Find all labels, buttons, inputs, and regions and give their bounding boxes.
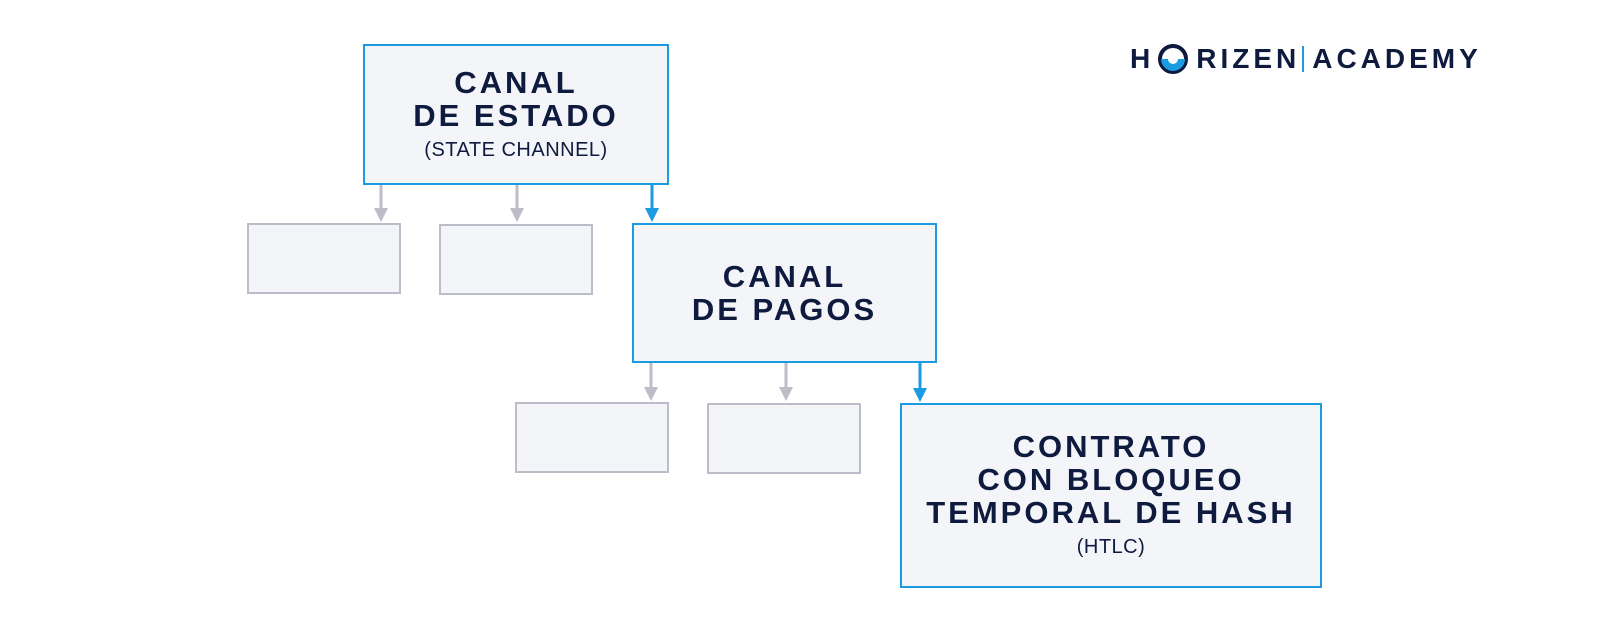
arrow-state-to-empty-1 — [374, 184, 388, 222]
arrow-payment-to-empty-3 — [644, 362, 658, 401]
arrow-payment-to-empty-4 — [779, 362, 793, 401]
state-channel-title-line1: CANAL — [454, 64, 578, 100]
empty-box — [247, 223, 401, 294]
logo-name-rest: RIZEN — [1196, 43, 1301, 74]
payment-channel-box: CANAL DE PAGOS — [632, 223, 937, 363]
arrow-state-to-empty-2 — [510, 184, 524, 222]
state-channel-subtitle: (STATE CHANNEL) — [424, 138, 608, 161]
horizen-academy-logo: H RIZEN ACADEMY — [1130, 40, 1482, 78]
htlc-title-line2: CON BLOQUEO — [977, 462, 1245, 497]
state-channel-title-line2: DE ESTADO — [413, 97, 619, 133]
logo-division: ACADEMY — [1312, 43, 1482, 74]
arrow-payment-to-htlc — [913, 362, 927, 402]
logo-letter-h: H — [1130, 43, 1155, 74]
htlc-title-line3: TEMPORAL DE HASH — [926, 495, 1296, 530]
payment-channel-title-line2: DE PAGOS — [691, 292, 878, 327]
horizen-o-icon — [1158, 44, 1189, 74]
htlc-title-line1: CONTRATO — [1012, 429, 1210, 464]
empty-box — [439, 224, 593, 295]
payment-channel-title-line1: CANAL — [722, 259, 847, 294]
state-channel-box: CANAL DE ESTADO (STATE CHANNEL) — [363, 44, 669, 185]
htlc-subtitle: (HTLC) — [1076, 536, 1146, 558]
empty-box — [707, 403, 861, 474]
arrow-state-to-payment — [645, 184, 659, 222]
empty-box — [515, 402, 669, 473]
logo-separator — [1302, 46, 1305, 72]
htlc-box: CONTRATO CON BLOQUEO TEMPORAL DE HASH (H… — [900, 403, 1322, 588]
